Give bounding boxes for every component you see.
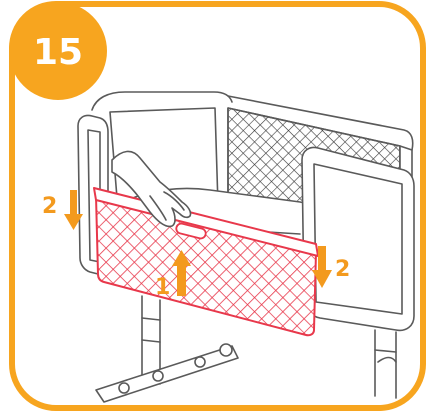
step-frame xyxy=(9,1,426,411)
step-badge: 15 xyxy=(9,2,107,100)
right-arrow-number: 2 xyxy=(335,257,350,282)
step-number: 15 xyxy=(33,32,83,73)
center-arrow-number: 1 xyxy=(155,275,170,300)
arrow-down-icon xyxy=(64,190,83,230)
hand-icon xyxy=(111,150,192,228)
arrow-down-icon xyxy=(312,246,332,288)
arrow-up-icon xyxy=(172,250,191,296)
left-arrow-number: 2 xyxy=(42,194,57,219)
